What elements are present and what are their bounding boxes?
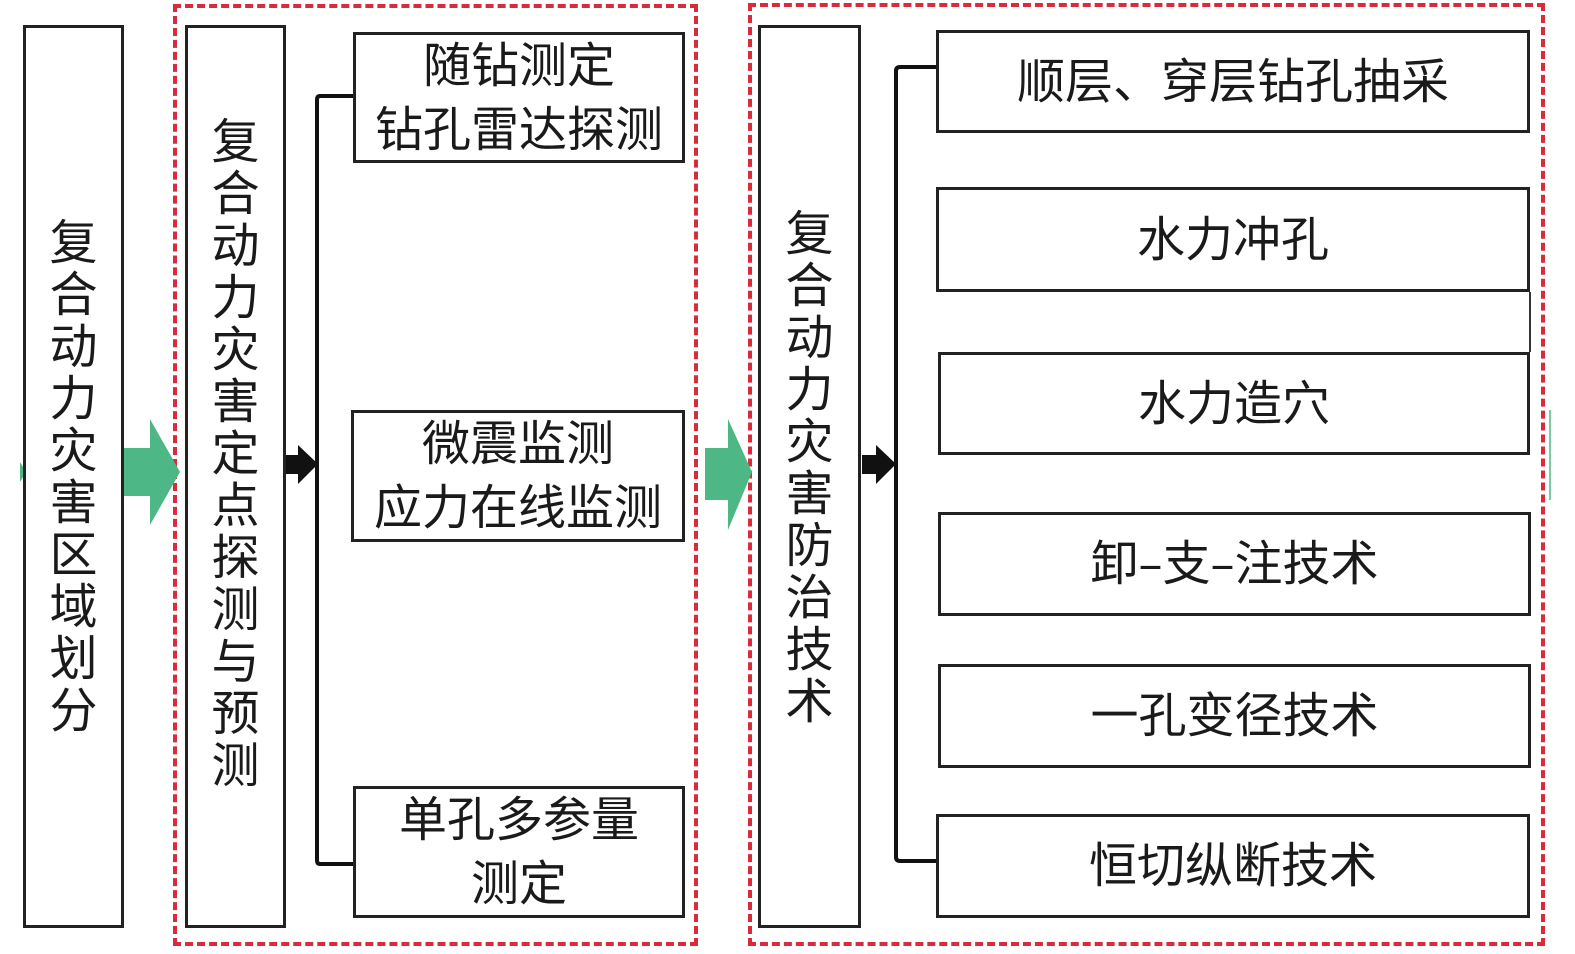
- prevention-item-4: 卸–支–注技术: [938, 512, 1531, 616]
- prevention-item-3-label: 水力造穴: [1137, 375, 1330, 432]
- title-glyph: 防: [785, 518, 834, 574]
- title-glyph: 域: [49, 578, 98, 635]
- title-glyph: 动: [785, 310, 834, 366]
- title-glyph: 力: [49, 370, 98, 427]
- prevention-item-5: 一孔变径技术: [938, 664, 1531, 768]
- title-glyph: 灾: [211, 322, 260, 378]
- title-glyph: 复: [785, 206, 834, 262]
- prevention-item-1: 顺层、穿层钻孔抽采: [936, 30, 1530, 133]
- title-glyph: 力: [785, 362, 834, 418]
- title-glyph: 分: [49, 682, 98, 739]
- title-glyph: 灾: [49, 422, 98, 479]
- black-arrow-2-icon: [862, 445, 896, 484]
- title-glyph: 点: [211, 478, 260, 534]
- title-glyph: 预: [211, 686, 260, 742]
- prevention-item-3: 水力造穴: [938, 352, 1530, 455]
- detection-item-1: 随钻测定 钻孔雷达探测: [353, 32, 685, 163]
- detection-item-2-label: 微震监测 应力在线监测: [373, 416, 662, 536]
- title-glyph: 力: [211, 270, 260, 326]
- title-glyph: 定: [211, 426, 260, 482]
- title-glyph: 害: [211, 374, 260, 430]
- green-arrow-2-icon: [705, 419, 752, 530]
- title-glyph: 治: [785, 570, 834, 626]
- title-glyph: 复: [49, 214, 98, 271]
- detection-item-1-label: 随钻测定 钻孔雷达探测: [374, 37, 663, 158]
- detection-item-3: 单孔多参量 测定: [353, 786, 685, 918]
- title-glyph: 动: [49, 318, 98, 375]
- bracket-prevention: [894, 65, 937, 863]
- green-arrow-1-icon: [122, 419, 180, 525]
- prevention-item-2: 水力冲孔: [936, 187, 1530, 292]
- black-arrow-1-icon: [285, 445, 318, 484]
- title-glyph: 与: [211, 634, 260, 690]
- prevention-item-6-label: 恒切纵断技术: [1088, 838, 1377, 894]
- title-glyph: 复: [211, 114, 260, 170]
- title-glyph: 测: [211, 738, 260, 794]
- detection-item-3-label: 单孔多参量 测定: [398, 792, 639, 912]
- prevention-item-1-label: 顺层、穿层钻孔抽采: [1016, 53, 1449, 110]
- title-glyph: 动: [211, 218, 260, 274]
- title-glyph: 合: [211, 166, 260, 222]
- stage-prevention-technology: 复合动力灾害防治技术: [758, 25, 861, 928]
- prevention-item-6: 恒切纵断技术: [936, 814, 1530, 918]
- stage-prevention-technology-label: 复合动力灾害防治技术: [761, 28, 858, 925]
- stage-detection-prediction: 复合动力灾害定点探测与预测: [185, 25, 286, 928]
- stage-detection-prediction-label: 复合动力灾害定点探测与预测: [188, 28, 283, 925]
- title-glyph: 害: [785, 466, 834, 522]
- stage-region-division: 复合动力灾害区域划分: [23, 25, 124, 928]
- title-glyph: 灾: [785, 414, 834, 470]
- title-glyph: 区: [49, 526, 98, 583]
- prevention-item-4-label: 卸–支–注技术: [1090, 536, 1379, 592]
- detection-item-2: 微震监测 应力在线监测: [351, 410, 685, 542]
- title-glyph: 探: [211, 530, 260, 586]
- title-glyph: 害: [49, 474, 98, 531]
- title-glyph: 测: [211, 582, 260, 638]
- title-glyph: 技: [785, 622, 834, 678]
- stage-region-division-label: 复合动力灾害区域划分: [26, 28, 121, 925]
- title-glyph: 术: [785, 674, 834, 730]
- prevention-item-5-label: 一孔变径技术: [1090, 688, 1379, 744]
- prevention-item-2-label: 水力冲孔: [1136, 211, 1329, 268]
- title-glyph: 合: [49, 266, 98, 323]
- bracket-detection: [315, 94, 353, 866]
- title-glyph: 划: [49, 630, 98, 687]
- title-glyph: 合: [785, 258, 834, 314]
